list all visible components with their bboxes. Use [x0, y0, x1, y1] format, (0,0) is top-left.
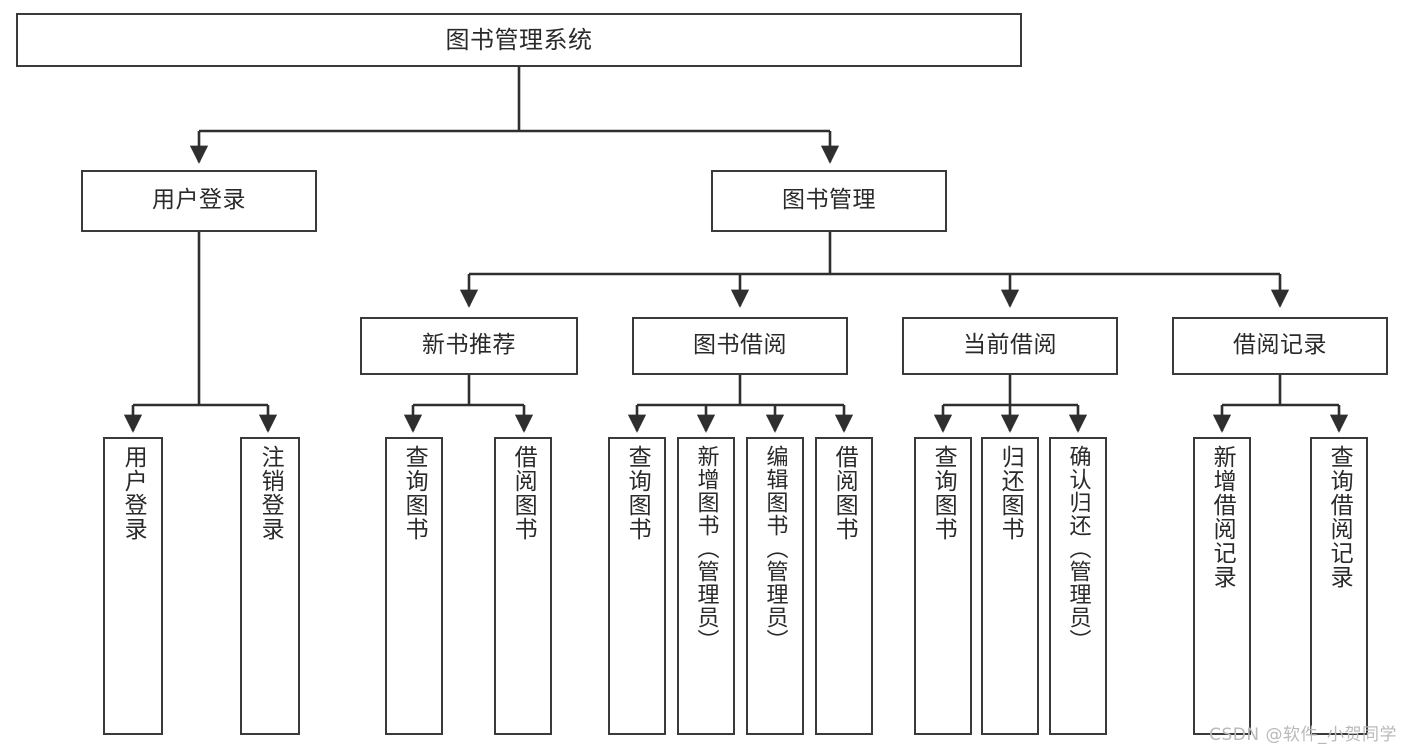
- leaf-query-book-borrow[interactable]: 查询图书: [608, 437, 666, 735]
- leaf-confirm-return-admin[interactable]: 确认归还（管理员）: [1049, 437, 1107, 735]
- leaf-return-book[interactable]: 归还图书: [981, 437, 1039, 735]
- watermark: CSDN @软件_小贺同学: [1209, 725, 1397, 745]
- leaf-borrow-book[interactable]: 借阅图书: [815, 437, 873, 735]
- leaf-query-book-recommend[interactable]: 查询图书: [385, 437, 443, 735]
- node-book-borrow[interactable]: 图书借阅: [632, 317, 848, 375]
- leaf-add-book-admin[interactable]: 新增图书（管理员）: [677, 437, 735, 735]
- node-new-book-recommend-label: 新书推荐: [422, 332, 516, 359]
- node-root[interactable]: 图书管理系统: [16, 13, 1022, 67]
- leaf-query-borrow-record[interactable]: 查询借阅记录: [1310, 437, 1368, 735]
- node-current-borrow[interactable]: 当前借阅: [902, 317, 1118, 375]
- leaf-user-login[interactable]: 用户登录: [103, 437, 163, 735]
- leaf-edit-book-admin-label: 编辑图书（管理员）: [762, 445, 788, 652]
- node-user-login[interactable]: 用户登录: [81, 170, 317, 232]
- node-book-borrow-label: 图书借阅: [693, 332, 787, 359]
- leaf-logout[interactable]: 注销登录: [240, 437, 300, 735]
- leaf-logout-label: 注销登录: [257, 445, 284, 541]
- leaf-return-book-label: 归还图书: [997, 445, 1024, 541]
- leaf-add-borrow-record[interactable]: 新增借阅记录: [1193, 437, 1251, 735]
- leaf-confirm-return-admin-label: 确认归还（管理员）: [1065, 445, 1091, 652]
- leaf-user-login-label: 用户登录: [120, 445, 147, 541]
- leaf-add-borrow-record-label: 新增借阅记录: [1209, 445, 1236, 589]
- leaf-query-book-borrow-label: 查询图书: [624, 445, 651, 541]
- leaf-borrow-book-recommend-label: 借阅图书: [510, 445, 537, 541]
- leaf-borrow-book-label: 借阅图书: [831, 445, 858, 541]
- node-new-book-recommend[interactable]: 新书推荐: [360, 317, 578, 375]
- leaf-query-book-current-label: 查询图书: [930, 445, 957, 541]
- leaf-edit-book-admin[interactable]: 编辑图书（管理员）: [746, 437, 804, 735]
- node-book-management[interactable]: 图书管理: [711, 170, 947, 232]
- node-book-management-label: 图书管理: [782, 187, 876, 214]
- leaf-borrow-book-recommend[interactable]: 借阅图书: [494, 437, 552, 735]
- node-borrow-records[interactable]: 借阅记录: [1172, 317, 1388, 375]
- node-user-login-label: 用户登录: [152, 187, 246, 214]
- node-current-borrow-label: 当前借阅: [963, 332, 1057, 359]
- leaf-add-book-admin-label: 新增图书（管理员）: [693, 445, 719, 652]
- leaf-query-book-recommend-label: 查询图书: [401, 445, 428, 541]
- node-root-label: 图书管理系统: [445, 25, 593, 54]
- leaf-query-borrow-record-label: 查询借阅记录: [1326, 445, 1353, 589]
- node-borrow-records-label: 借阅记录: [1233, 332, 1327, 359]
- leaf-query-book-current[interactable]: 查询图书: [914, 437, 972, 735]
